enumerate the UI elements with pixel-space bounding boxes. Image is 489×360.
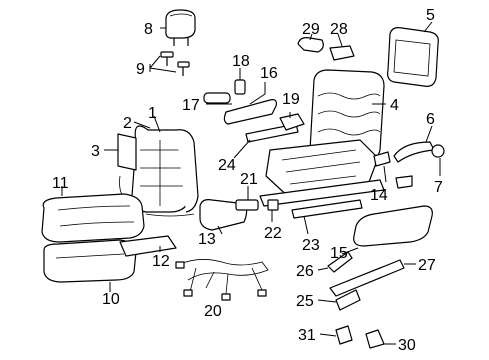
end-cap-parts <box>335 325 385 349</box>
callout-13: 13 <box>198 231 216 248</box>
callout-23: 23 <box>302 237 320 254</box>
callout-31: 31 <box>298 327 316 344</box>
callout-3: 3 <box>91 143 100 160</box>
callout-4: 4 <box>390 97 399 114</box>
rail-parts <box>327 251 405 297</box>
callout-20: 20 <box>204 303 222 320</box>
callout-17: 17 <box>182 97 200 114</box>
trim-switch-parts <box>203 79 299 143</box>
switch-lever-parts <box>235 199 279 211</box>
callout-29: 29 <box>302 21 320 38</box>
callout-12: 12 <box>152 253 170 270</box>
track-cover-part <box>353 205 433 247</box>
callout-15: 15 <box>330 245 348 262</box>
callout-5: 5 <box>426 7 435 24</box>
seat-track-part <box>259 139 385 219</box>
seat-cushion-pad-part <box>43 239 137 283</box>
callout-25: 25 <box>296 293 314 310</box>
back-panel-part <box>387 27 439 87</box>
callout-28: 28 <box>330 21 348 38</box>
callout-18: 18 <box>232 53 250 70</box>
callout-21: 21 <box>240 171 258 188</box>
bracket-parts <box>297 37 355 61</box>
headrest-part <box>165 9 196 46</box>
recliner-switch-part <box>279 113 305 131</box>
wire-harness-part <box>175 259 269 301</box>
callout-6: 6 <box>426 111 435 128</box>
seat-back-part <box>117 125 199 213</box>
leader-lines <box>61 21 441 345</box>
callout-1: 1 <box>148 105 157 122</box>
callout-16: 16 <box>260 65 278 82</box>
callout-9: 9 <box>136 61 145 78</box>
callout-27: 27 <box>418 257 436 274</box>
callout-8: 8 <box>144 21 153 38</box>
callout-26: 26 <box>296 263 314 280</box>
callout-30: 30 <box>398 337 416 354</box>
callout-2: 2 <box>123 115 132 132</box>
callout-19: 19 <box>282 91 300 108</box>
small-bracket-part <box>373 151 413 189</box>
headrest-guide-part <box>160 51 190 76</box>
callout-24: 24 <box>218 157 236 174</box>
cushion-frame-part <box>119 213 195 257</box>
seat-cushion-part <box>41 193 145 243</box>
callout-10: 10 <box>102 291 120 308</box>
callout-22: 22 <box>264 225 282 242</box>
lower-bracket-part <box>335 289 361 311</box>
callout-11: 11 <box>52 175 69 192</box>
callout-14: 14 <box>370 187 388 204</box>
side-cover-part <box>393 141 445 163</box>
side-shield-part <box>199 199 248 231</box>
callout-7: 7 <box>434 179 443 196</box>
callout-labels: 8 9 1 2 3 11 10 12 13 20 18 17 16 19 24 … <box>52 7 443 354</box>
